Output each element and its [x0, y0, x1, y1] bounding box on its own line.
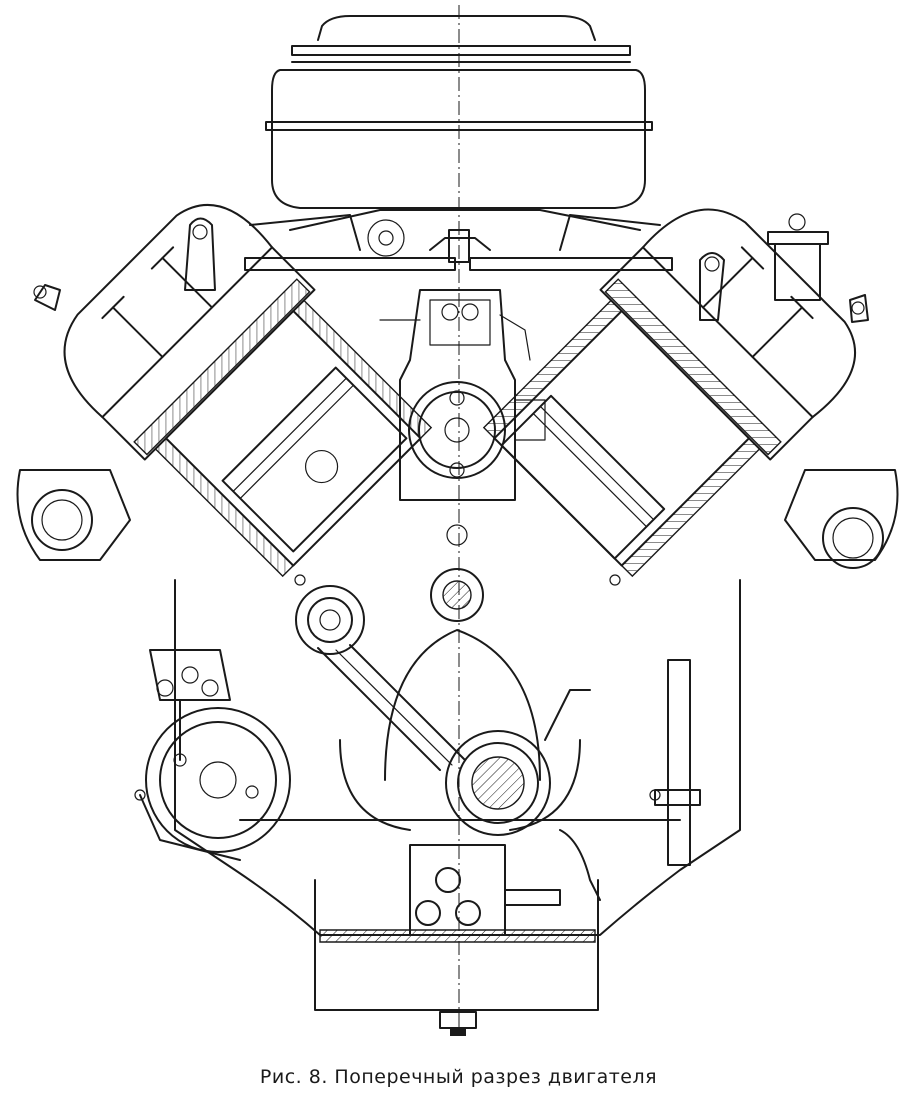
left-cylinder-bank [63, 203, 433, 578]
distributor-icon [559, 659, 701, 901]
left-exhaust-manifold [16, 284, 131, 561]
right-cylinder-bank [482, 208, 857, 578]
figure-caption: Рис. 8. Поперечный разрез двигателя [259, 1066, 658, 1088]
crankshaft-icon [445, 689, 591, 836]
intake-manifold [244, 209, 673, 271]
connecting-rod-icon [295, 585, 466, 771]
bolts [33, 285, 865, 801]
oil-pan-icon [314, 879, 599, 1036]
air-filter-icon [265, 15, 653, 209]
lifting-eyes [184, 217, 725, 321]
oil-filler-cap-icon [767, 213, 829, 301]
generator-icon [139, 649, 291, 861]
right-exhaust-manifold [784, 294, 899, 569]
oil-pump-icon [409, 844, 561, 936]
